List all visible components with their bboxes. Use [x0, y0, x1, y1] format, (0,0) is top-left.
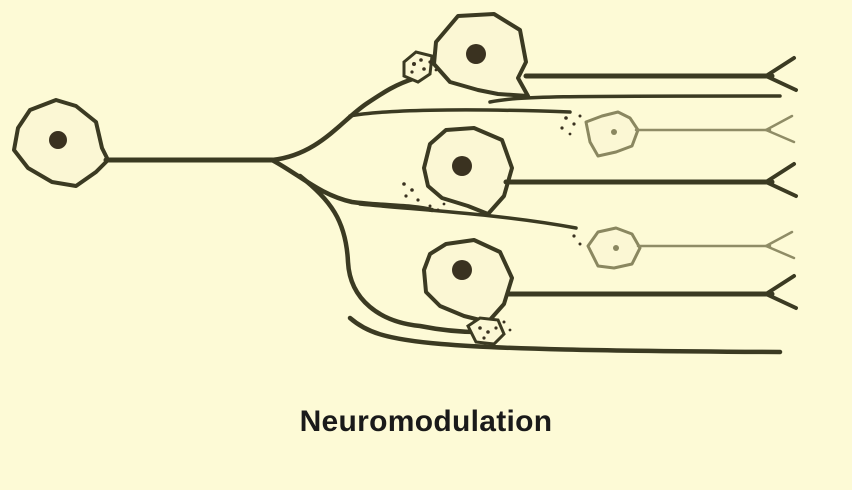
target-neuron-2-nucleus [452, 156, 472, 176]
release-site-3 [468, 318, 511, 344]
target-neuron-3-nucleus [452, 260, 472, 280]
interneuron-1-vesicles [560, 115, 581, 136]
source-neuron-nucleus [49, 131, 67, 149]
target-neuron-3-soma [424, 240, 512, 322]
axon-branch-middle [272, 160, 432, 210]
target-neuron-1 [434, 14, 796, 96]
release-site-3-bouton [468, 318, 504, 344]
target-neuron-1-terminal [766, 58, 796, 90]
interneuron-1-terminal [766, 116, 794, 142]
interneuron-1-nucleus [611, 129, 617, 135]
source-neuron [14, 100, 108, 186]
target-neuron-3-terminal [766, 276, 796, 308]
source-axon [106, 78, 780, 352]
interneuron-1 [560, 112, 794, 156]
release-site-1-bouton [404, 52, 432, 82]
figure-caption: Neuromodulation [0, 405, 852, 439]
interneuron-2-nucleus [613, 245, 619, 251]
neuron-1-lower-fiber [490, 96, 780, 102]
target-neuron-2-terminal [766, 164, 796, 196]
interneuron-2-terminal [766, 232, 794, 258]
axon-branch-top-collateral [350, 110, 570, 116]
axon-branch-top [272, 78, 416, 160]
interneuron-2 [572, 228, 794, 268]
target-neuron-1-nucleus [466, 44, 486, 64]
release-site-1 [404, 52, 437, 82]
interneuron-2-vesicles [572, 234, 581, 245]
